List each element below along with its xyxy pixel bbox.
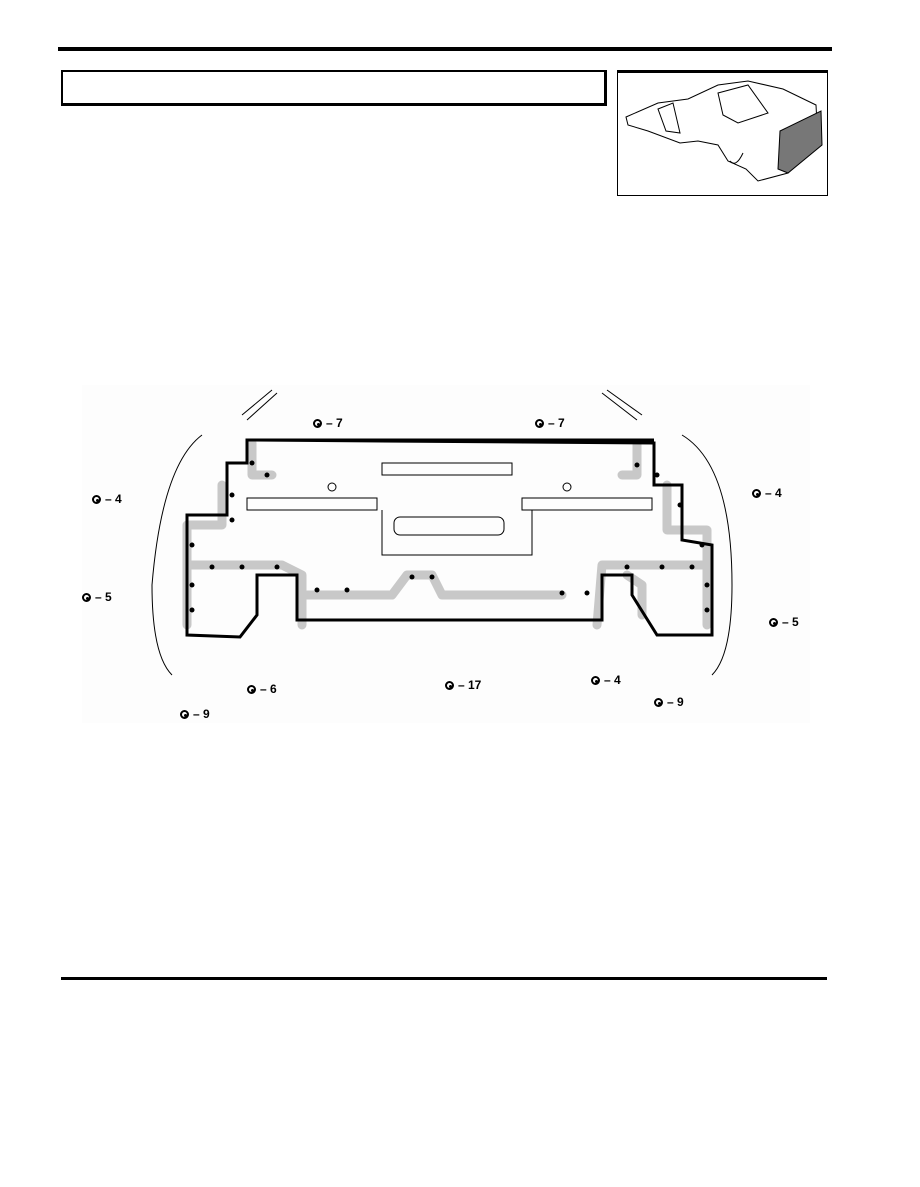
callout-weld-4-right: – 4 bbox=[752, 486, 782, 500]
callout-weld-7-right: – 7 bbox=[535, 416, 565, 430]
spot-weld-icon bbox=[92, 494, 101, 504]
callout-weld-4-left: – 4 bbox=[92, 492, 122, 506]
header-rule bbox=[58, 47, 832, 51]
callout-weld-5-right: – 5 bbox=[769, 615, 799, 629]
spot-weld-icon bbox=[769, 617, 778, 627]
callout-weld-9-left: – 9 bbox=[180, 707, 210, 721]
spot-weld-icon bbox=[180, 709, 189, 719]
spot-weld-icon bbox=[535, 418, 544, 428]
spot-weld-icon bbox=[445, 680, 454, 690]
callout-weld-17: – 17 bbox=[445, 678, 481, 692]
callout-weld-7-left: – 7 bbox=[313, 416, 343, 430]
location-thumbnail bbox=[617, 70, 828, 196]
spot-weld-icon bbox=[313, 418, 322, 428]
spot-weld-icon bbox=[82, 592, 91, 602]
callout-weld-4-center: – 4 bbox=[591, 673, 621, 687]
car-body-icon bbox=[625, 80, 823, 182]
callout-weld-5-left: – 5 bbox=[82, 590, 112, 604]
footer-rule bbox=[61, 977, 827, 980]
callout-weld-9-right: – 9 bbox=[654, 695, 684, 709]
callout-weld-6: – 6 bbox=[247, 682, 277, 696]
spot-weld-icon bbox=[591, 675, 600, 685]
spot-weld-icon bbox=[752, 488, 761, 498]
spot-weld-icon bbox=[247, 684, 256, 694]
spot-weld-icon bbox=[654, 697, 663, 707]
rear-panel-drawing bbox=[151, 389, 733, 676]
title-box bbox=[61, 70, 607, 106]
rear-panel-diagram bbox=[82, 385, 810, 723]
